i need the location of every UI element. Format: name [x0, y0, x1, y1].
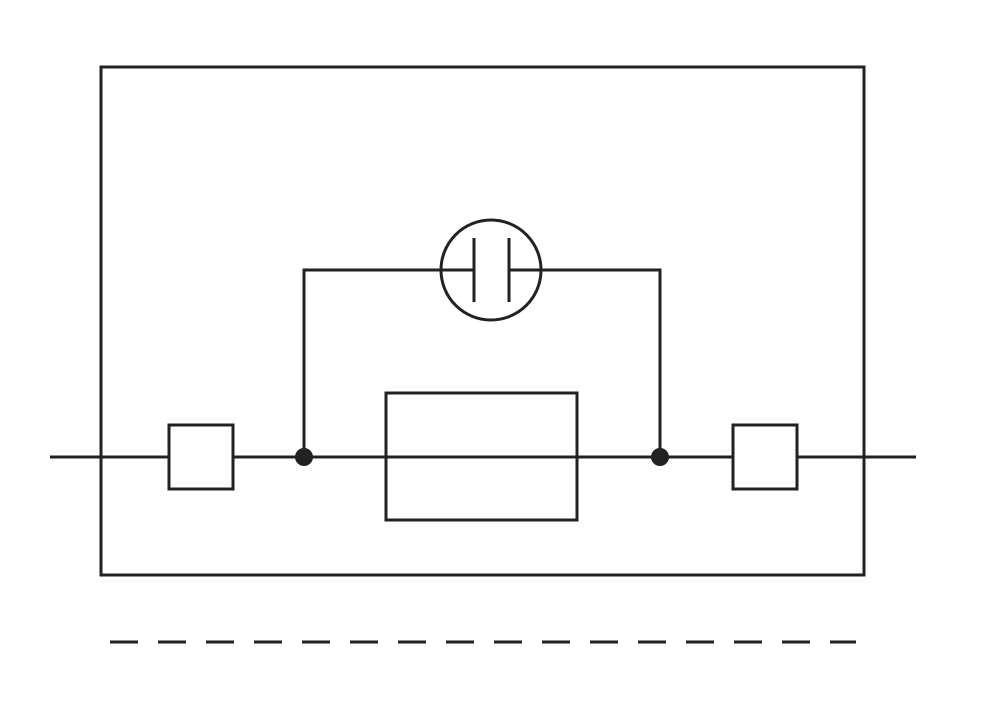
branch-wire-left [302, 268, 441, 457]
branch-wire-right [541, 268, 662, 457]
left-terminal [167, 423, 235, 491]
left-junction-dot [295, 448, 313, 466]
indicator-lamp [439, 218, 543, 322]
housing-frame [99, 65, 866, 577]
right-terminal [731, 423, 799, 491]
right-junction-dot [651, 448, 669, 466]
fuse-element [384, 391, 579, 522]
